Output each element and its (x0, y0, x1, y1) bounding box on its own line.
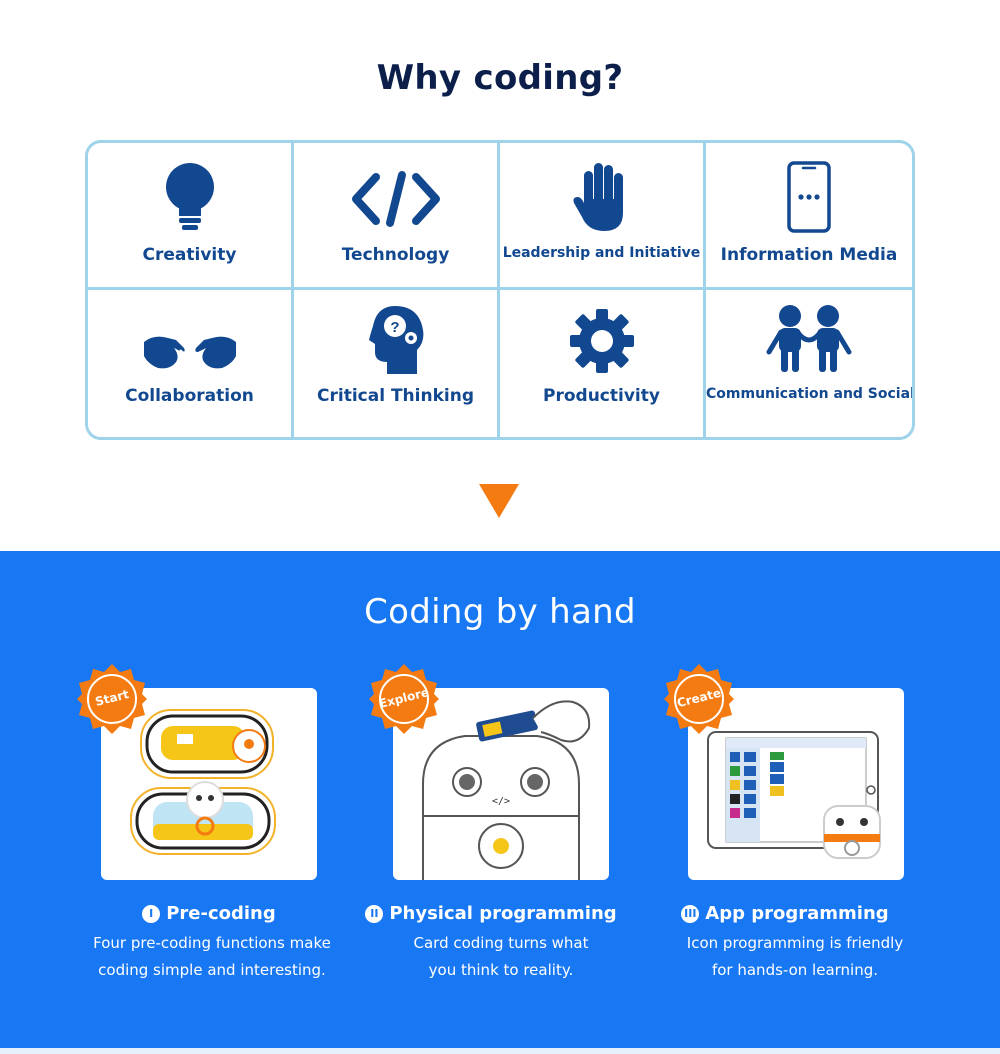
skill-leadership: Leadership and Initiative (500, 143, 706, 290)
numeral-badge: I (142, 905, 161, 923)
coding-by-hand-title: Coding by hand (364, 592, 636, 632)
start-badge: Start (77, 664, 147, 734)
skill-collaboration: Collaboration (88, 290, 294, 437)
explore-badge: Explore (369, 664, 439, 734)
arrow-down-icon (479, 484, 519, 518)
svg-text:?: ? (390, 319, 399, 336)
numeral-badge: III (681, 905, 700, 923)
skill-label: Critical Thinking (317, 386, 474, 406)
skill-information-media: Information Media (706, 143, 912, 290)
smartphone-icon (787, 161, 831, 233)
skill-label: Information Media (720, 245, 898, 265)
step-desc-line: you think to reality. (428, 961, 574, 979)
skill-label: Productivity (543, 386, 660, 406)
skills-grid: Creativity Technology Leadership and Ini… (85, 140, 915, 440)
step-desc-line: Four pre-coding functions make (93, 934, 331, 952)
pre-coding-image (101, 688, 317, 880)
skill-label: Collaboration (125, 386, 254, 406)
skill-productivity: Productivity (500, 290, 706, 437)
skill-label: Leadership and Initiative (502, 245, 701, 261)
step-desc-line: for hands-on learning. (711, 961, 879, 979)
gear-icon (569, 309, 634, 373)
numeral-badge: II (365, 905, 384, 923)
skill-creativity: Creativity (88, 143, 294, 290)
code-icon (351, 171, 440, 227)
hand-icon (573, 163, 623, 231)
head-gears-icon: ? (368, 306, 423, 374)
step-desc-line: Card coding turns what (413, 934, 589, 952)
create-badge: Create (664, 664, 734, 734)
handshake-icon (143, 336, 236, 369)
lightbulb-icon (165, 163, 214, 230)
app-programming-image (688, 688, 904, 880)
skill-technology: Technology (294, 143, 500, 290)
svg-text:</>: </> (492, 796, 510, 807)
step-desc-line: Icon programming is friendly (686, 934, 904, 952)
physical-programming-image: </> (393, 688, 609, 880)
skill-critical-thinking: ? Critical Thinking (294, 290, 500, 437)
step-desc-line: coding simple and interesting. (98, 961, 326, 979)
people-icon (766, 305, 852, 372)
skill-label: Technology (341, 245, 450, 265)
why-coding-title: Why coding? (376, 58, 624, 98)
bottom-strip (0, 1048, 1000, 1054)
skill-label: Creativity (142, 245, 237, 265)
skill-label: Communication and Social (706, 386, 915, 402)
skill-communication-social: Communication and Social (706, 290, 912, 437)
